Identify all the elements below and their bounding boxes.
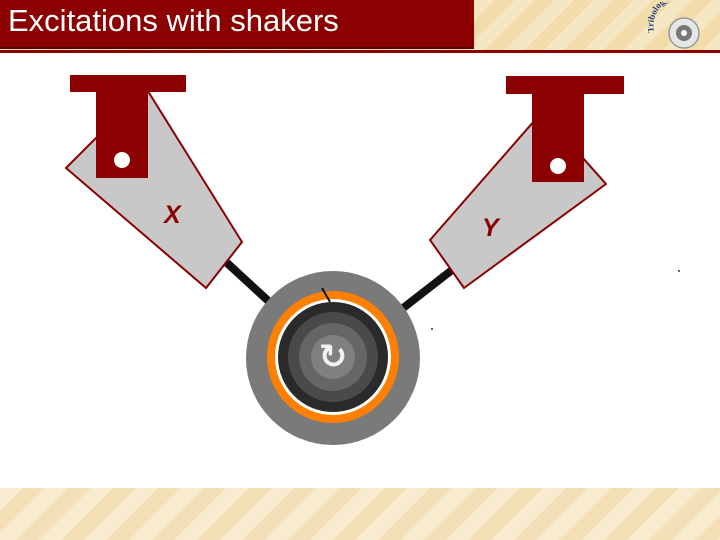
stinger-x <box>223 259 279 311</box>
shaker-x-hole <box>114 152 130 168</box>
footer-band <box>0 488 720 540</box>
shaker-y-label: Y <box>482 214 501 242</box>
stray-dot <box>678 270 680 272</box>
shaker-x: X <box>64 75 244 290</box>
page-title: Excitations with shakers <box>8 3 339 38</box>
shaker-y: Y <box>428 76 624 290</box>
stinger-y <box>395 266 455 316</box>
rotor-assembly: ↻ <box>246 271 420 445</box>
header-divider <box>0 50 720 53</box>
title-banner: Excitations with shakers <box>0 0 474 49</box>
tribology-group-logo: Tribology Group <box>648 2 700 49</box>
shaker-x-label: X <box>162 201 182 229</box>
shaker-x-mount <box>70 75 186 178</box>
rotation-arrow-icon: ↻ <box>319 337 348 377</box>
shaker-x-body <box>64 86 244 290</box>
shaft-core <box>311 335 355 379</box>
shaker-y-hole <box>550 158 566 174</box>
stray-dot <box>431 328 433 330</box>
shaker-y-mount <box>506 76 624 182</box>
contact-marker <box>321 287 331 303</box>
